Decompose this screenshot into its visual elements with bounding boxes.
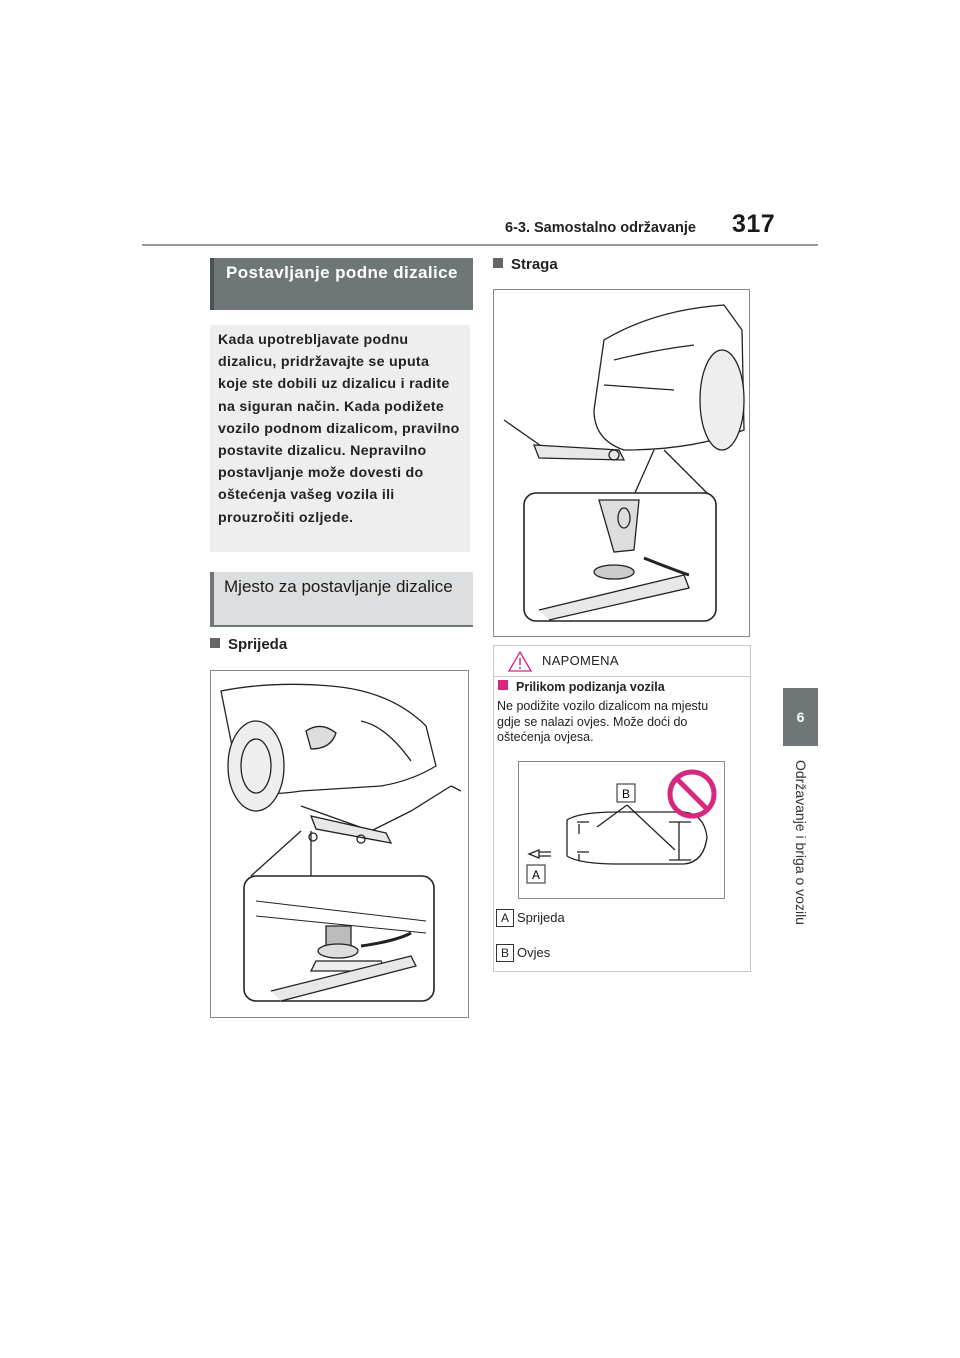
section-title-box: Postavljanje podne dizalice <box>210 258 473 310</box>
rear-jack-illustration <box>493 289 750 637</box>
running-header-section: 6-3. Samostalno održavanje <box>505 220 696 236</box>
bullet-square-icon <box>493 258 503 268</box>
notice-title: Prilikom podizanja vozila <box>498 680 665 694</box>
chapter-tab[interactable]: 6 <box>783 688 818 746</box>
warning-triangle-icon <box>508 651 532 672</box>
rear-heading-text: Straga <box>511 256 558 273</box>
bullet-square-icon <box>210 638 220 648</box>
page-number: 317 <box>732 210 776 238</box>
front-heading-text: Sprijeda <box>228 636 288 653</box>
notice-header: NAPOMENA <box>494 646 750 677</box>
subsection-title-box: Mjesto za postavljanje dizalice <box>210 572 473 627</box>
legend-text-a: Sprijeda <box>517 910 565 925</box>
intro-text: Kada upotrebljavate podnu dizalicu, prid… <box>218 332 460 526</box>
rear-heading: Straga <box>493 256 558 274</box>
suspension-diagram-drawing: B A <box>526 769 717 884</box>
notice-body: Ne podižite vozilo dizalicom na mjestu g… <box>497 699 709 744</box>
notice-box: NAPOMENA Prilikom podizanja vozila Ne po… <box>493 645 751 972</box>
front-car-jack-drawing <box>220 683 462 1002</box>
notice-title-text: Prilikom podizanja vozila <box>516 680 665 694</box>
front-heading: Sprijeda <box>210 636 287 654</box>
section-title: Postavljanje podne dizalice <box>226 263 458 282</box>
bullet-square-icon <box>498 680 508 690</box>
suspension-diagram: B A <box>518 761 725 899</box>
chapter-title-vertical: Održavanje i briga o vozilu <box>783 760 818 1000</box>
intro-box: Kada upotrebljavate podnu dizalicu, prid… <box>210 325 470 552</box>
rear-car-jack-drawing <box>503 304 745 622</box>
front-jack-illustration <box>210 670 469 1018</box>
diagram-label-a: A <box>532 868 540 882</box>
header-rule <box>142 244 818 246</box>
chapter-title-text: Održavanje i briga o vozilu <box>792 760 809 925</box>
legend-key-a: A <box>496 909 514 927</box>
legend-text-b: Ovjes <box>517 945 551 960</box>
subsection-title: Mjesto za postavljanje dizalice <box>224 577 453 596</box>
legend-key-b: B <box>496 944 514 962</box>
diagram-label-b: B <box>622 787 630 801</box>
notice-header-text: NAPOMENA <box>542 653 619 668</box>
